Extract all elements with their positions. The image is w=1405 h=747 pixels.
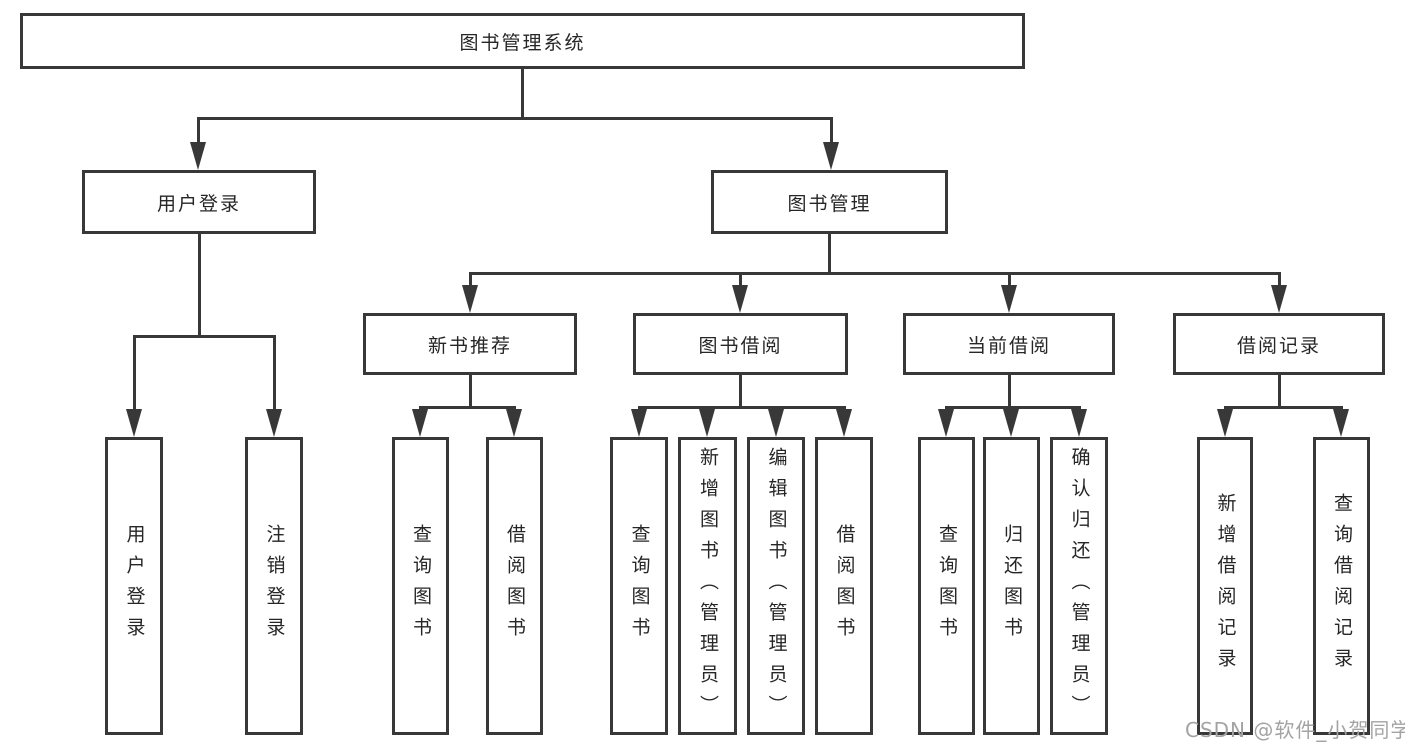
- leaf-query-books-2-label: 查询图书: [628, 524, 651, 648]
- node-borrow-records: 借阅记录: [1173, 313, 1385, 375]
- connector-line: [1007, 272, 1011, 288]
- leaf-edit-book-admin: 编辑图书（管理员）: [747, 437, 805, 735]
- leaf-add-book-admin-label: 新增图书（管理员）: [697, 446, 719, 726]
- leaf-edit-book-admin-label: 编辑图书（管理员）: [765, 446, 788, 726]
- leaf-query-books-3-label: 查询图书: [936, 524, 958, 648]
- arrowhead-down-icon: [461, 285, 478, 313]
- arrowhead-down-icon: [1070, 409, 1087, 437]
- arrowhead-down-icon: [835, 409, 852, 437]
- arrowhead-down-icon: [938, 409, 954, 437]
- connector-line: [468, 272, 472, 288]
- node-book-borrowing: 图书借阅: [633, 313, 848, 375]
- connector-line: [739, 373, 742, 409]
- connector-line: [197, 117, 200, 145]
- node-book-management: 图书管理: [711, 170, 948, 234]
- connector-line: [468, 272, 1281, 275]
- leaf-query-books-2: 查询图书: [610, 437, 668, 735]
- arrowhead-down-icon: [265, 409, 282, 437]
- leaf-logout: 注销登录: [245, 437, 303, 735]
- node-root-library-management-system: 图书管理系统: [20, 13, 1025, 69]
- leaf-borrow-books-label: 借阅图书: [504, 524, 526, 648]
- leaf-add-borrow-record: 新增借阅记录: [1197, 437, 1253, 735]
- connector-line: [739, 272, 742, 288]
- node-root-label: 图书管理系统: [459, 31, 586, 54]
- leaf-return-books-label: 归还图书: [1001, 524, 1023, 648]
- arrowhead-down-icon: [1216, 409, 1233, 437]
- connector-line: [945, 406, 1081, 409]
- arrowhead-down-icon: [412, 409, 428, 437]
- arrowhead-down-icon: [506, 409, 522, 437]
- connector-line: [521, 69, 524, 120]
- leaf-query-borrow-record-label: 查询借阅记录: [1331, 493, 1353, 679]
- arrowhead-down-icon: [767, 409, 784, 437]
- leaf-borrow-books-2: 借阅图书: [815, 437, 873, 735]
- leaf-logout-label: 注销登录: [263, 524, 286, 648]
- arrowhead-down-icon: [1333, 409, 1349, 437]
- connector-line: [1007, 373, 1011, 409]
- connector-line: [197, 117, 833, 120]
- arrowhead-down-icon: [732, 285, 748, 313]
- leaf-confirm-return-admin-label: 确认归还（管理员）: [1068, 446, 1091, 726]
- node-new-book-recommendation: 新书推荐: [363, 313, 577, 375]
- connector-line: [272, 335, 276, 413]
- node-current-borrowing: 当前借阅: [903, 313, 1115, 375]
- arrowhead-down-icon: [1270, 285, 1287, 313]
- arrowhead-down-icon: [698, 409, 715, 437]
- node-book-borrowing-label: 图书借阅: [698, 334, 783, 357]
- connector-line: [132, 335, 276, 338]
- arrowhead-down-icon: [630, 409, 647, 437]
- connector-line: [1277, 272, 1281, 288]
- leaf-query-books-label: 查询图书: [410, 524, 432, 648]
- watermark: CSDN @软件_小贺同学: [1185, 718, 1405, 742]
- connector-line: [468, 373, 472, 409]
- connector-line: [132, 335, 136, 413]
- node-user-login-label: 用户登录: [156, 192, 241, 215]
- connector-line: [197, 232, 201, 337]
- arrowhead-down-icon: [1000, 285, 1017, 313]
- connector-line: [1277, 373, 1281, 409]
- leaf-user-login: 用户登录: [105, 437, 163, 735]
- node-new-book-recommendation-label: 新书推荐: [427, 334, 512, 357]
- leaf-borrow-books-2-label: 借阅图书: [833, 524, 856, 648]
- connector-line: [637, 406, 846, 409]
- node-borrow-records-label: 借阅记录: [1236, 334, 1321, 357]
- connector-line: [828, 232, 831, 275]
- leaf-confirm-return-admin: 确认归还（管理员）: [1050, 437, 1108, 735]
- arrowhead-down-icon: [1003, 409, 1019, 437]
- leaf-query-books-3: 查询图书: [918, 437, 975, 735]
- leaf-add-borrow-record-label: 新增借阅记录: [1214, 493, 1237, 679]
- arrowhead-down-icon: [822, 142, 839, 170]
- node-user-login: 用户登录: [82, 170, 316, 234]
- connector-line: [829, 117, 833, 145]
- connector-line: [419, 406, 516, 409]
- leaf-borrow-books: 借阅图书: [486, 437, 543, 735]
- arrowhead-down-icon: [125, 409, 142, 437]
- leaf-user-login-label: 用户登录: [123, 524, 146, 648]
- node-book-management-label: 图书管理: [787, 192, 872, 215]
- leaf-return-books: 归还图书: [983, 437, 1040, 735]
- leaf-query-borrow-record: 查询借阅记录: [1313, 437, 1370, 735]
- leaf-add-book-admin: 新增图书（管理员）: [678, 437, 737, 735]
- arrowhead-down-icon: [190, 142, 206, 170]
- connector-line: [1223, 406, 1343, 409]
- leaf-query-books: 查询图书: [392, 437, 449, 735]
- node-current-borrowing-label: 当前借阅: [966, 334, 1051, 357]
